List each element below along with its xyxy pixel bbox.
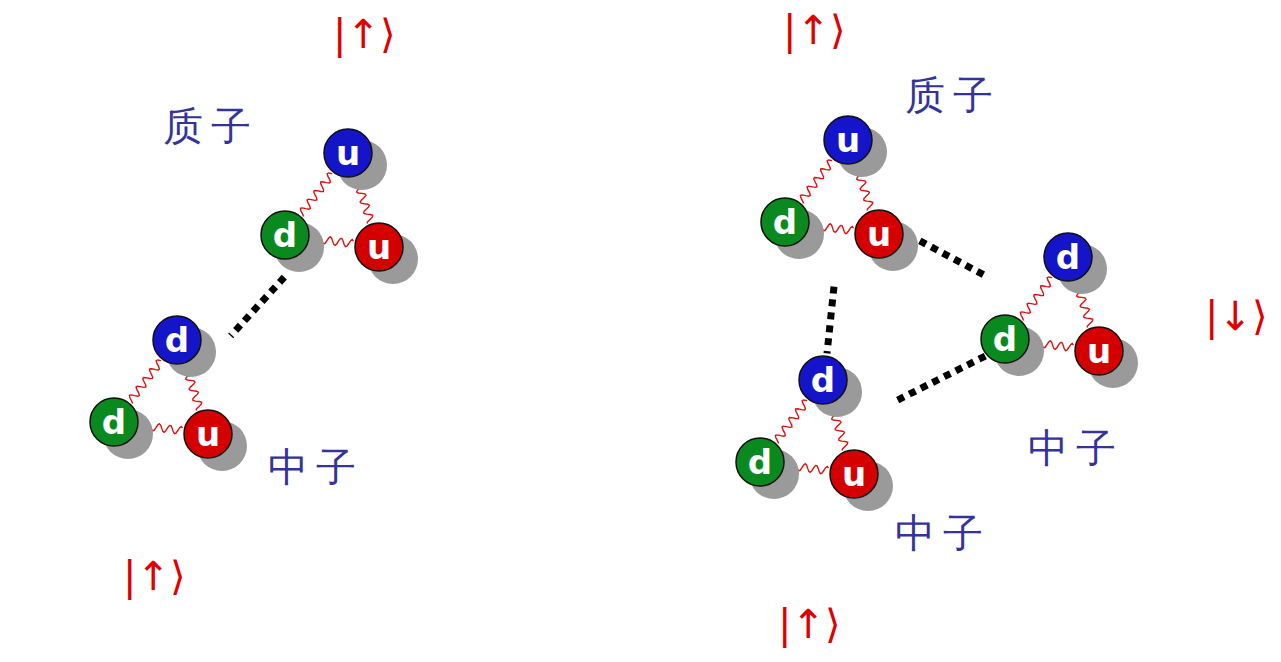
spin-ket: |↑⟩ bbox=[783, 6, 846, 54]
nucleon-sphere: ddu中子 bbox=[87, 315, 257, 485]
quark-flavour: u bbox=[183, 409, 233, 459]
nucleon-body bbox=[758, 115, 928, 285]
quark-ball: u bbox=[1074, 326, 1124, 376]
binding-link bbox=[896, 356, 985, 401]
quark-ball: u bbox=[829, 449, 879, 499]
quark-ball: u bbox=[183, 409, 233, 459]
quark-body bbox=[355, 223, 403, 271]
quark-flavour: d bbox=[980, 314, 1030, 364]
quark-body bbox=[830, 450, 878, 498]
quark-body bbox=[1044, 233, 1092, 281]
quark-flavour: d bbox=[760, 197, 810, 247]
nucleon-sphere: ddu中子 bbox=[978, 232, 1148, 402]
nucleus-outline bbox=[638, 44, 1188, 594]
quark-body bbox=[1075, 327, 1123, 375]
nucleus-circle: udu质子ddu中子ddu中子 bbox=[636, 42, 1190, 596]
spin-ket: |↑⟩ bbox=[778, 600, 841, 648]
gluon-line bbox=[300, 173, 332, 217]
quark-ball: u bbox=[354, 222, 404, 272]
nucleon-sphere: udu质子 bbox=[758, 115, 928, 285]
spin-ket: |↑⟩ bbox=[333, 10, 396, 58]
quark-flavour: d bbox=[260, 210, 310, 260]
quark-ball: d bbox=[89, 397, 139, 447]
gluon-line bbox=[1020, 277, 1052, 321]
quark-ball: d bbox=[798, 355, 848, 405]
binding-link bbox=[827, 287, 834, 354]
nucleon-sphere: udu质子 bbox=[258, 128, 428, 298]
quark-body bbox=[90, 398, 138, 446]
quark-body bbox=[324, 129, 372, 177]
quark-flavour: u bbox=[354, 222, 404, 272]
quark-flavour: u bbox=[1074, 326, 1124, 376]
quark-flavour: d bbox=[798, 355, 848, 405]
gluon-line bbox=[129, 360, 161, 404]
quark-flavour: d bbox=[1043, 232, 1093, 282]
quark-body bbox=[153, 316, 201, 364]
quark-flavour: d bbox=[152, 315, 202, 365]
gluon-line bbox=[775, 400, 807, 444]
quark-flavour: u bbox=[823, 115, 873, 165]
quark-ball: d bbox=[760, 197, 810, 247]
spin-ket: |↓⟩ bbox=[1205, 292, 1268, 340]
quark-flavour: d bbox=[735, 437, 785, 487]
nucleus-outline bbox=[15, 62, 483, 530]
quark-ball: u bbox=[854, 209, 904, 259]
nucleon-name: 中子 bbox=[895, 509, 991, 557]
quark-body bbox=[824, 116, 872, 164]
quark-flavour: d bbox=[89, 397, 139, 447]
nucleon-body bbox=[87, 315, 257, 485]
quark-ball: d bbox=[152, 315, 202, 365]
binding-link bbox=[231, 277, 285, 336]
nucleon-body bbox=[733, 355, 903, 525]
quark-body bbox=[261, 211, 309, 259]
nucleon-sphere: ddu中子 bbox=[733, 355, 903, 525]
nucleus-circle: udu质子ddu中子 bbox=[13, 60, 485, 532]
binding-link bbox=[920, 241, 986, 276]
quark-body bbox=[184, 410, 232, 458]
quark-flavour: u bbox=[854, 209, 904, 259]
quark-ball: d bbox=[980, 314, 1030, 364]
quark-body bbox=[736, 438, 784, 486]
nucleon-name: 中子 bbox=[268, 443, 364, 491]
quark-ball: d bbox=[735, 437, 785, 487]
nucleon-name: 质子 bbox=[163, 102, 259, 150]
quark-body bbox=[761, 198, 809, 246]
quark-body bbox=[855, 210, 903, 258]
quark-flavour: u bbox=[829, 449, 879, 499]
gluon-line bbox=[800, 160, 832, 204]
quark-ball: d bbox=[260, 210, 310, 260]
spin-ket: |↑⟩ bbox=[123, 552, 186, 600]
quark-ball: u bbox=[823, 115, 873, 165]
quark-flavour: u bbox=[323, 128, 373, 178]
quark-ball: d bbox=[1043, 232, 1093, 282]
nucleon-name: 中子 bbox=[1028, 424, 1124, 472]
quark-body bbox=[981, 315, 1029, 363]
quark-ball: u bbox=[323, 128, 373, 178]
quark-body bbox=[799, 356, 847, 404]
nucleon-body bbox=[978, 232, 1148, 402]
nucleon-name: 质子 bbox=[905, 71, 1001, 119]
nucleon-body bbox=[258, 128, 428, 298]
